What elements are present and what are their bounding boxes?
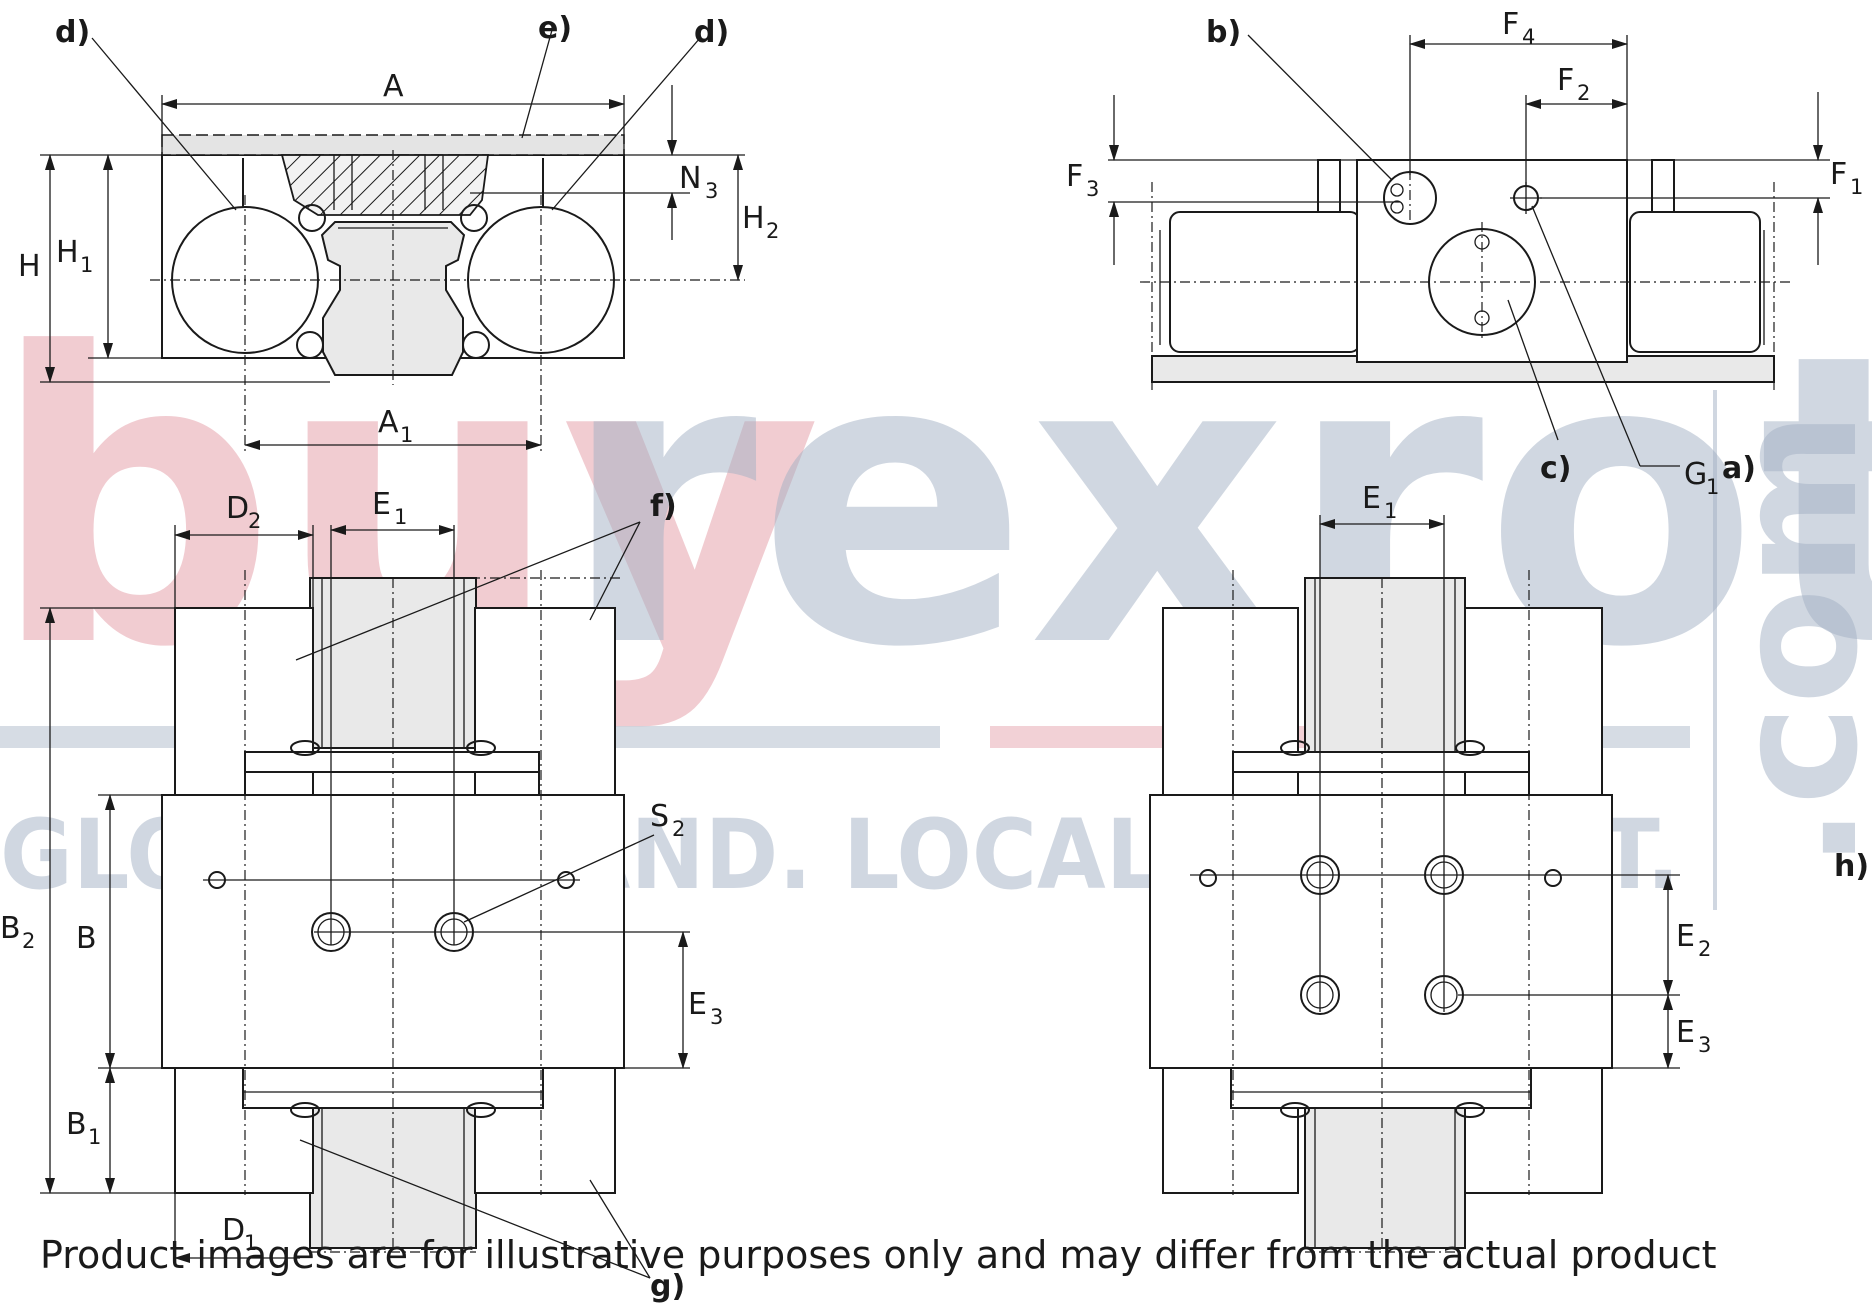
front-section-view: A A 1 H H 1 H 2 N 3 d) e) d) [18, 11, 779, 455]
dim-B1-sub: 1 [88, 1125, 101, 1149]
dim-B: B [76, 921, 97, 956]
top-view-left: D 2 E 1 B 2 B B 1 E 3 D 1 S 2 f) g) [0, 487, 723, 1303]
dim-E1-right-sub: 1 [1384, 499, 1397, 523]
dim-H1-sub: 1 [80, 253, 93, 277]
dim-G1-sub: 1 [1706, 475, 1719, 499]
disclaimer-text: Product images are for illustrative purp… [40, 1233, 1717, 1277]
dim-N3: N [679, 161, 701, 196]
dim-E3-left: E [688, 987, 707, 1022]
callout-c: c) [1540, 451, 1572, 486]
callout-g: g) [650, 1269, 685, 1303]
dim-E2: E [1676, 919, 1695, 954]
dim-N3-sub: 3 [705, 179, 718, 203]
callout-h: h) [1834, 849, 1869, 884]
dim-D2: D [226, 491, 249, 526]
dim-H1: H [56, 235, 79, 270]
dim-F4-sub: 4 [1522, 25, 1535, 49]
callout-b: b) [1206, 15, 1241, 50]
dim-G1: G [1684, 457, 1707, 492]
dim-F2: F [1557, 63, 1574, 98]
dim-H2-sub: 2 [766, 219, 779, 243]
side-view: F 4 F 2 F 3 F 1 b) c) G 1 a) [1066, 7, 1863, 499]
dim-F2-sub: 2 [1577, 81, 1590, 105]
top-view-right: E 1 E 2 E 3 h) [1149, 481, 1869, 1253]
dim-A1-sub: 1 [400, 423, 413, 447]
dim-D2-sub: 2 [248, 509, 261, 533]
dim-E3-right: E [1676, 1015, 1695, 1050]
dim-E3-right-sub: 3 [1698, 1033, 1711, 1057]
callout-d-right: d) [694, 15, 729, 50]
callout-f: f) [650, 489, 677, 524]
dim-E1-left-sub: 1 [394, 505, 407, 529]
dim-B2: B [0, 911, 21, 946]
dim-A1: A [378, 405, 399, 440]
callout-a: a) [1722, 451, 1756, 486]
callout-d-left: d) [55, 15, 90, 50]
dim-E3-left-sub: 3 [710, 1005, 723, 1029]
dim-F3: F [1066, 159, 1083, 194]
dim-F4: F [1502, 7, 1519, 42]
callout-e: e) [538, 11, 572, 46]
dim-S2: S [650, 799, 669, 834]
watermark-com: .com [1698, 411, 1872, 870]
dim-E2-sub: 2 [1698, 937, 1711, 961]
dim-H: H [18, 249, 41, 284]
dim-A: A [383, 69, 404, 104]
dim-F3-sub: 3 [1086, 177, 1099, 201]
dim-S2-sub: 2 [672, 817, 685, 841]
dim-B2-sub: 2 [22, 929, 35, 953]
dim-F1: F [1830, 157, 1847, 192]
dim-F1-sub: 1 [1850, 175, 1863, 199]
dim-E1-right: E [1362, 481, 1381, 516]
dim-E1-left: E [372, 487, 391, 522]
dim-D1: D [222, 1213, 245, 1248]
dim-H2: H [742, 201, 765, 236]
dim-D1-sub: 1 [244, 1231, 257, 1255]
dim-B1: B [66, 1107, 87, 1142]
